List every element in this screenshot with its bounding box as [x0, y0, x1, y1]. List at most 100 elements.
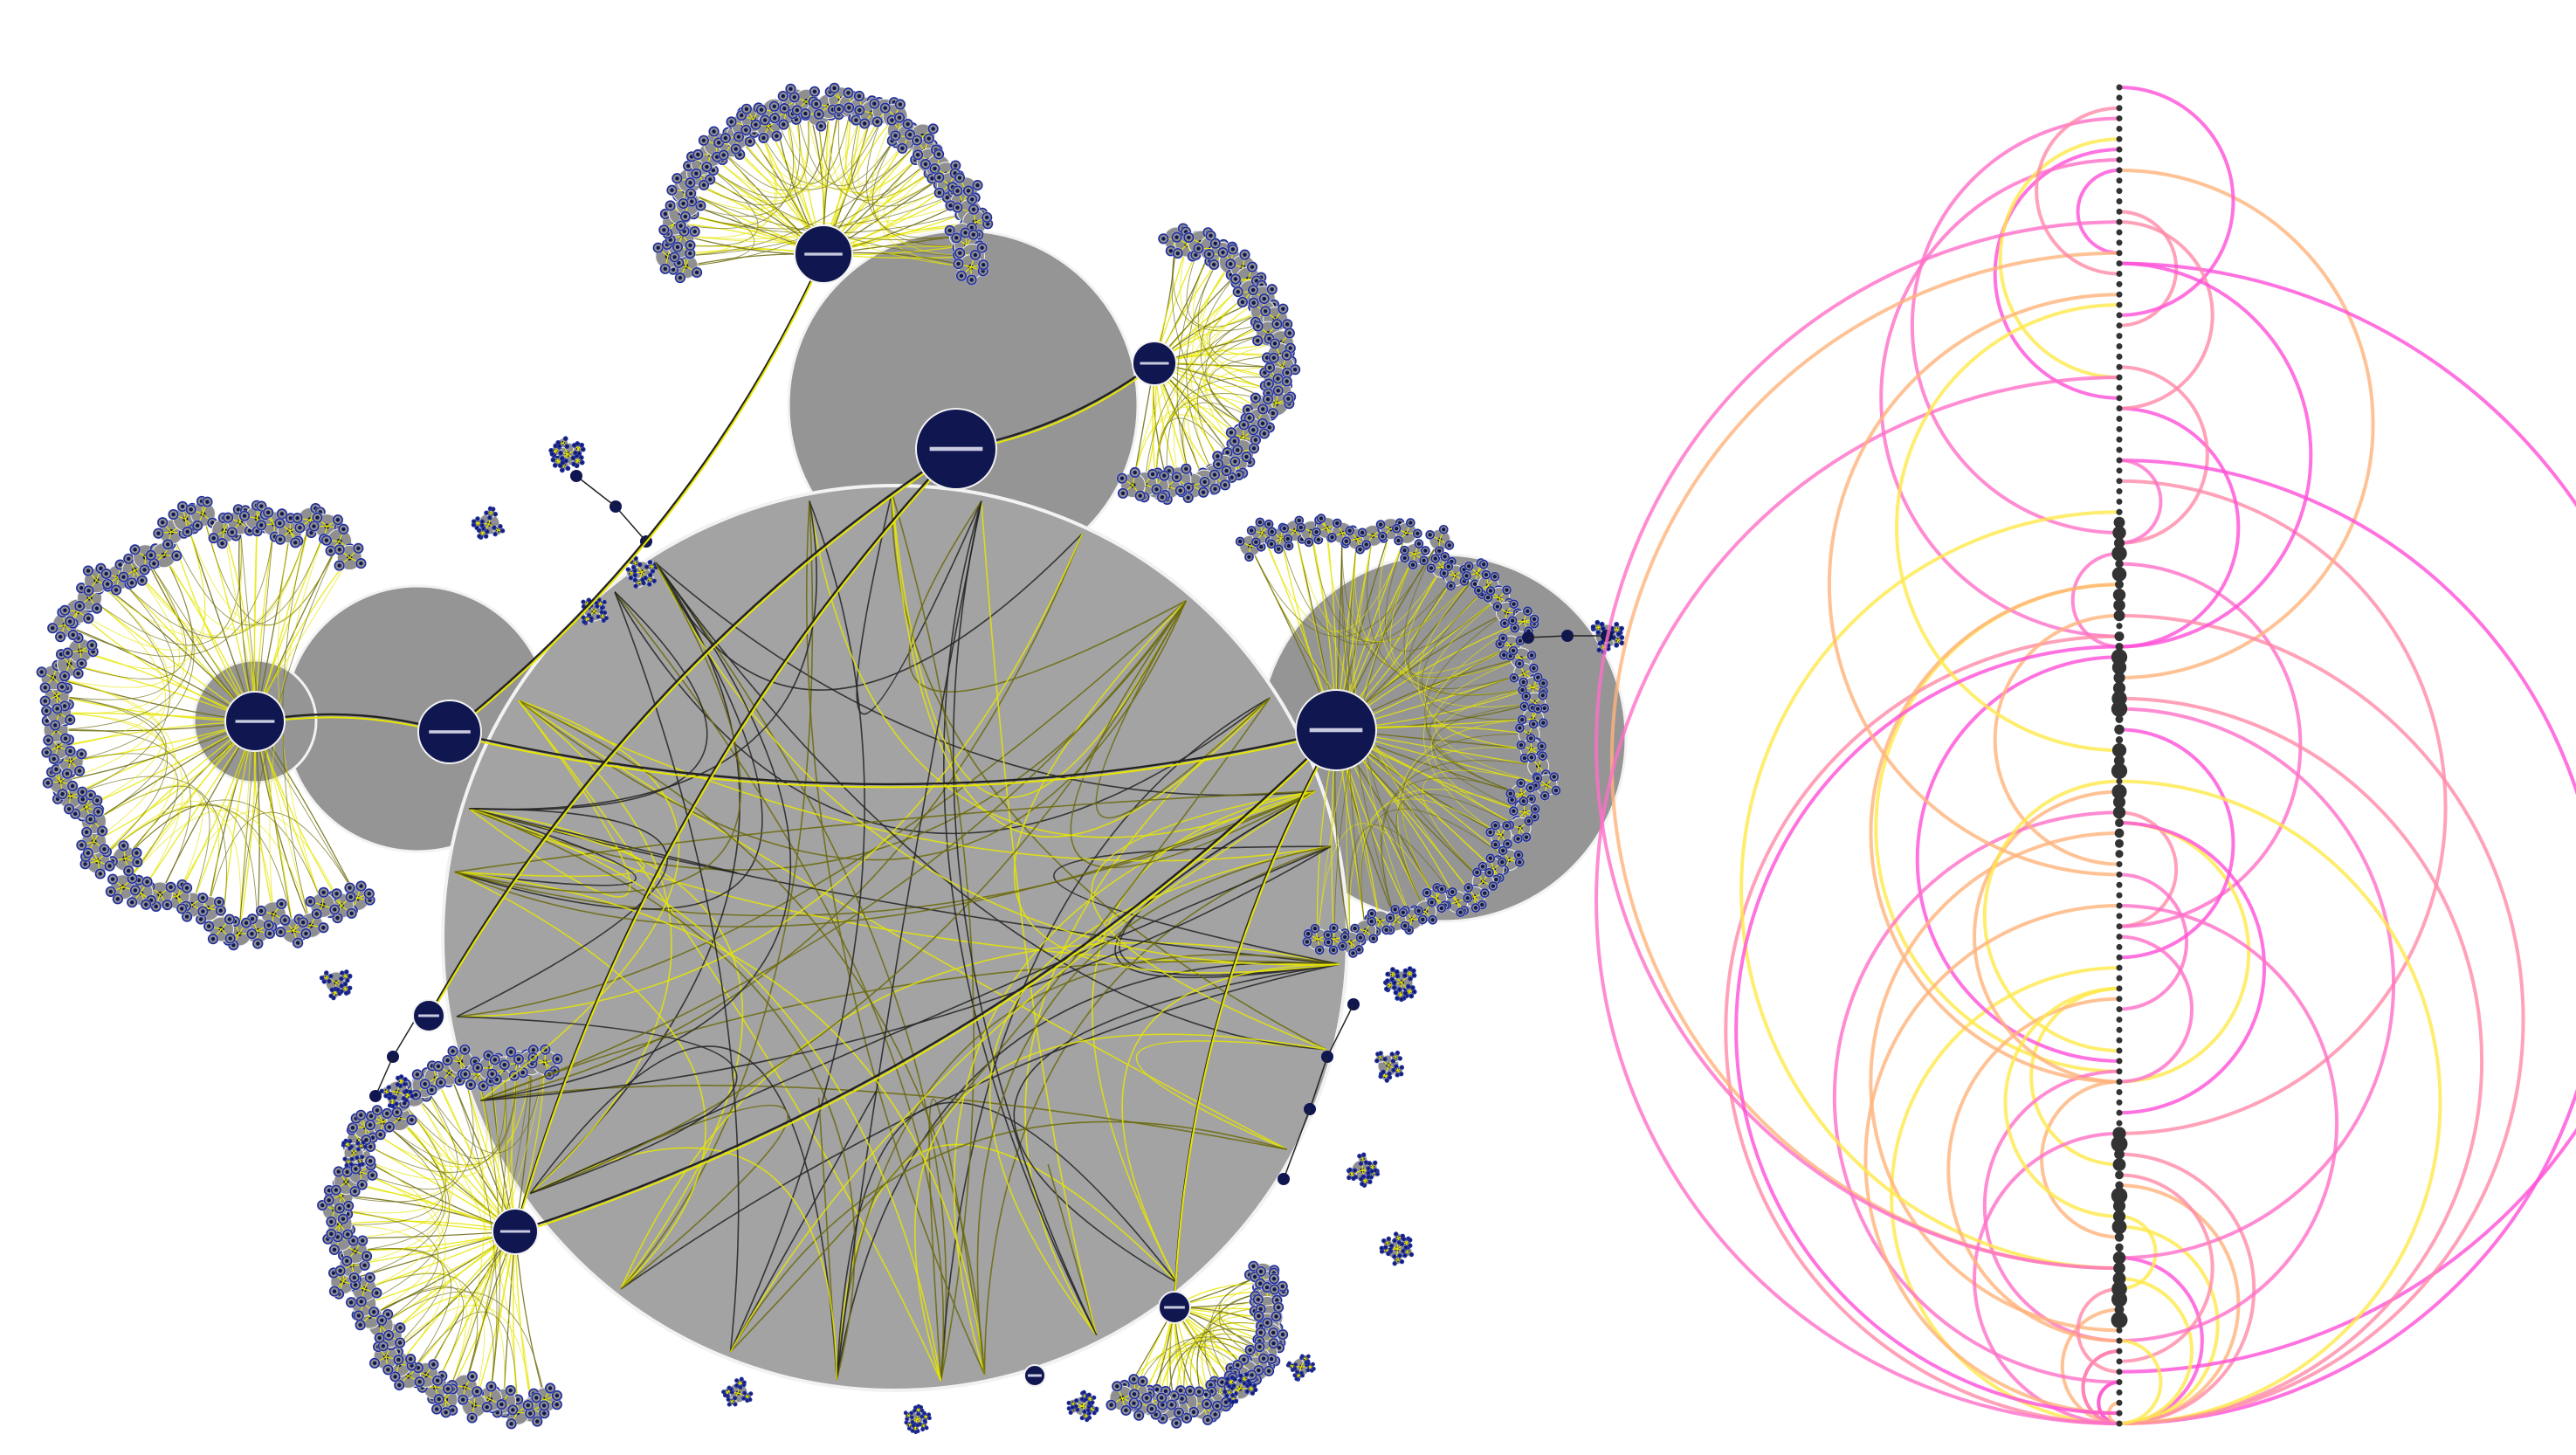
- fan-cluster-1-leaf-node: [1138, 493, 1142, 498]
- fan-cluster-1-leaf-node: [1250, 265, 1255, 269]
- fan-cluster-1-leaf-node: [1260, 407, 1265, 411]
- fan-cluster-2-leaf-node: [1317, 948, 1322, 953]
- fan-cluster-0-leaf-leaf-outline: [726, 116, 737, 128]
- fan-cluster-3-leaf-node: [337, 548, 342, 552]
- fan-cluster-0-leaf-leaf-outline: [890, 130, 901, 141]
- fan-cluster-0-leaf-node: [672, 255, 677, 259]
- fan-cluster-1-leaf-node: [1212, 262, 1216, 267]
- fan-cluster-4-leaf-node: [381, 1344, 385, 1348]
- fan-cluster-0-leaf-leaf-outline: [740, 124, 752, 135]
- fan-cluster-2-leaf-node: [1466, 564, 1471, 569]
- fan-cluster-4-leaf-node: [337, 1206, 342, 1210]
- fan-cluster-1-leaf-node: [1175, 251, 1180, 256]
- fan-cluster-1-leaf-node: [1256, 338, 1260, 343]
- fan-cluster-3-leaf-node: [359, 884, 363, 888]
- fan-cluster-1-leaf-node: [1119, 476, 1125, 480]
- fan-cluster-3-leaf-node: [67, 619, 72, 624]
- fan-cluster-3-leaf-node: [53, 723, 58, 728]
- fan-cluster-4-leaf-node: [434, 1407, 439, 1411]
- fan-cluster-2-leaf-node: [1481, 562, 1486, 567]
- fan-cluster-1-leaf-node: [1285, 379, 1289, 383]
- fan-cluster-0-leaf-leaf-outline: [844, 102, 855, 114]
- fan-cluster-2-leaf-node: [1335, 521, 1340, 526]
- fan-cluster-4-leaf-node: [508, 1388, 513, 1393]
- fan-cluster-0-leaf-node: [744, 107, 749, 111]
- fan-cluster-2-leaf-node: [1529, 796, 1533, 801]
- fan-cluster-0-cross-edge: [845, 105, 939, 200]
- fan-cluster-4-leaf-node: [535, 1419, 540, 1424]
- fan-cluster-3-leaf-node: [160, 521, 165, 525]
- fan-cluster-0-leaf-node: [931, 127, 935, 131]
- fan-cluster-0-leaf-node: [819, 124, 823, 128]
- fan-cluster-3-leaf-node: [39, 670, 44, 674]
- fan-cluster-3-leaf-node: [169, 885, 173, 890]
- fan-cluster-2-leaf-node: [1238, 539, 1243, 544]
- fan-cluster-3-leaf-node: [300, 920, 306, 925]
- fan-cluster-2-leaf-node: [1529, 736, 1533, 741]
- fan-cluster-4-leaf-node: [397, 1383, 402, 1388]
- fan-cluster-2-leaf-node: [1312, 927, 1318, 931]
- fan-cluster-4-leaf-node: [370, 1173, 375, 1177]
- fan-cluster-2-leaf-node: [1314, 529, 1319, 534]
- fan-cluster-0-leaf-node: [954, 163, 958, 168]
- fan-cluster-0-leaf-node: [656, 245, 660, 250]
- fan-cluster-0-leaf-node: [792, 95, 796, 100]
- fan-cluster-0-leaf-node: [688, 181, 692, 185]
- fan-cluster-0-leaf-node: [762, 118, 768, 122]
- fan-cluster-0-leaf-leaf-outline: [920, 158, 932, 170]
- fan-cluster-2-leaf-node: [1388, 915, 1393, 921]
- fan-cluster-3-leaf-node: [165, 542, 170, 547]
- fan-cluster-3-leaf-node: [107, 864, 112, 868]
- fan-cluster-0-leaf-node: [782, 106, 787, 111]
- fan-cluster-3-leaf-node: [228, 936, 232, 941]
- fan-cluster-0-leaf-node: [736, 134, 741, 139]
- fan-cluster-3-leaf-node: [283, 918, 287, 922]
- fan-cluster-0-cross-edge: [828, 106, 926, 194]
- fan-cluster-0-leaf-node: [705, 164, 709, 169]
- fan-cluster-3-leaf-node: [45, 708, 49, 714]
- fan-cluster-2-leaf-node: [1371, 936, 1375, 941]
- fan-cluster-2-leaf-node: [1512, 602, 1516, 606]
- fan-cluster-0-leaf-node: [970, 197, 975, 202]
- fan-cluster-4-leaf-node: [345, 1232, 350, 1237]
- fan-cluster-1-leaf-node: [1223, 483, 1228, 487]
- fan-cluster-0-leaf-leaf-outline: [733, 131, 744, 142]
- fan-cluster-2-leaf-node: [1449, 583, 1453, 588]
- fan-cluster-0-leaf-node: [686, 163, 691, 169]
- fan-cluster-2-leaf-node: [1501, 652, 1506, 658]
- fan-cluster-0-leaf-leaf-outline: [778, 119, 789, 130]
- fan-cluster-2-leaf-node: [1472, 582, 1477, 586]
- fan-cluster-1-leaf-node: [1251, 446, 1257, 451]
- fan-cluster-0-leaf-node: [688, 243, 692, 248]
- fan-cluster-0-leaf-leaf-outline: [933, 148, 945, 160]
- fan-cluster-2-leaf-node: [1541, 681, 1546, 686]
- fan-cluster-2-leaf-node: [1522, 704, 1526, 709]
- fan-cluster-3-leaf-node: [127, 556, 131, 561]
- fan-cluster-4-leaf-node: [417, 1380, 422, 1384]
- fan-cluster-4-leaf-node: [377, 1335, 382, 1341]
- fan-cluster-2-leaf-node: [1540, 754, 1545, 758]
- fan-cluster-0-leaf-leaf-outline: [691, 266, 703, 279]
- fan-cluster-0-leaf-node: [914, 138, 920, 142]
- fan-cluster-4-leaf-node: [554, 1402, 559, 1407]
- fan-cluster-3-leaf-node: [83, 862, 87, 866]
- fan-cluster-2-leaf-node: [1533, 807, 1538, 811]
- fan-cluster-3-leaf-node: [250, 931, 254, 936]
- fan-cluster-1-leaf-node: [1202, 479, 1207, 484]
- fan-cluster-0-leaf-node: [754, 122, 758, 127]
- fan-cluster-1-leaf-node: [1247, 416, 1252, 420]
- fan-cluster-3-leaf-node: [295, 516, 300, 521]
- fan-cluster-3-leaf-node: [278, 537, 283, 541]
- fan-cluster-2-leaf-node: [1393, 907, 1397, 912]
- fan-cluster-1-leaf-node: [1221, 250, 1225, 255]
- fan-cluster-1-leaf-node: [1245, 408, 1250, 412]
- fan-cluster-1-leaf-node: [1196, 246, 1201, 251]
- fan-cluster-0-leaf-node: [678, 224, 683, 228]
- fan-cluster-0-cross-edge: [886, 166, 968, 247]
- fan-cluster-3-leaf-node: [218, 908, 223, 913]
- fan-cluster-1-leaf-node: [1244, 454, 1249, 459]
- fan-cluster-3-leaf-node: [98, 872, 103, 876]
- fan-cluster-1-leaf-node: [1276, 389, 1280, 393]
- fan-cluster-1-leaf-node: [1162, 473, 1167, 478]
- fan-cluster-3-leaf-node: [321, 926, 326, 930]
